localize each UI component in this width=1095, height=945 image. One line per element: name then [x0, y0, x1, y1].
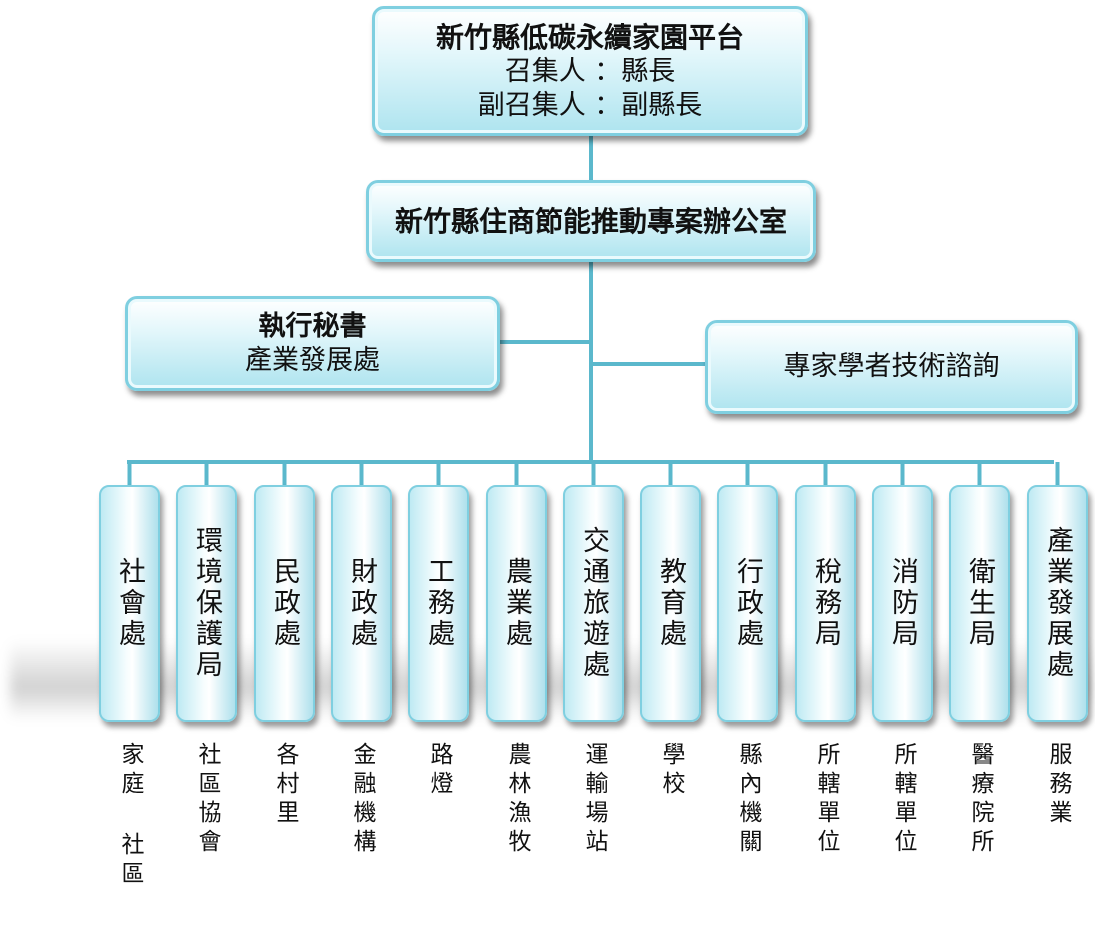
department-box: 交通旅遊處 [563, 485, 624, 722]
department-name: 消防局 [887, 557, 918, 650]
stakeholder-text: 家庭 社區 [117, 742, 143, 890]
secretary-unit: 產業發展處 [245, 344, 380, 376]
secretary-box: 執行秘書 產業發展處 [125, 296, 500, 391]
secretary-title: 執行秘書 [258, 310, 367, 342]
department-box: 環境保護局 [176, 485, 237, 722]
department-name: 教育處 [655, 557, 686, 650]
department-stakeholders: 服務業 [1027, 742, 1088, 829]
department-name: 社會處 [114, 557, 145, 650]
platform-convener: 召集人 ：縣長 [504, 55, 676, 87]
department-name: 農業處 [501, 557, 532, 650]
department-stakeholders: 路燈 [408, 742, 469, 800]
platform-deputy-convener: 副召集人 ：副縣長 [477, 89, 703, 121]
stakeholder-text: 服務業 [1045, 742, 1071, 829]
stakeholder-text: 縣內機關 [735, 742, 761, 858]
stakeholder-text: 金融機構 [349, 742, 375, 858]
department-box: 社會處 [99, 485, 160, 722]
stakeholder-text: 所轄單位 [890, 742, 916, 858]
department-box: 行政處 [717, 485, 778, 722]
platform-title: 新竹縣低碳永續家園平台 [435, 20, 744, 54]
department-stakeholders: 縣內機關 [717, 742, 778, 858]
department-box: 消防局 [872, 485, 933, 722]
department-stakeholders: 各村里 [254, 742, 315, 829]
department-box: 衛生局 [949, 485, 1010, 722]
department-box: 民政處 [254, 485, 315, 722]
department-stakeholders: 醫療院所 [949, 742, 1010, 858]
department-stakeholders: 農林漁牧 [486, 742, 547, 858]
department-name: 民政處 [269, 557, 300, 650]
department-box: 稅務局 [795, 485, 856, 722]
department-box: 財政處 [331, 485, 392, 722]
department-name: 衛生局 [964, 557, 995, 650]
stakeholder-text: 社區協會 [194, 742, 220, 858]
department-box: 產業發展處 [1027, 485, 1088, 722]
stakeholder-text: 各村里 [272, 742, 298, 829]
stakeholder-text: 路燈 [426, 742, 452, 800]
department-stakeholders: 所轄單位 [795, 742, 856, 858]
department-name: 交通旅遊處 [578, 526, 609, 681]
department-stakeholders: 社區協會 [176, 742, 237, 858]
department-stakeholders: 家庭 社區 [99, 742, 160, 890]
department-name: 環境保護局 [191, 526, 222, 681]
stakeholder-text: 學校 [658, 742, 684, 800]
office-title: 新竹縣住商節能推動專案辦公室 [394, 204, 787, 238]
department-name: 稅務局 [810, 557, 841, 650]
department-stakeholders: 所轄單位 [872, 742, 933, 858]
department-stakeholders: 運輸場站 [563, 742, 624, 858]
platform-box: 新竹縣低碳永續家園平台 召集人 ：縣長 副召集人 ：副縣長 [372, 6, 808, 136]
stakeholder-text: 醫療院所 [967, 742, 993, 858]
department-name: 工務處 [423, 557, 454, 650]
department-box: 工務處 [408, 485, 469, 722]
stakeholder-text: 所轄單位 [813, 742, 839, 858]
department-stakeholders: 學校 [640, 742, 701, 800]
experts-box: 專家學者技術諮詢 [705, 320, 1078, 414]
department-name: 產業發展處 [1042, 526, 1073, 681]
office-box: 新竹縣住商節能推動專案辦公室 [366, 180, 816, 262]
department-name: 行政處 [732, 557, 763, 650]
stakeholder-text: 農林漁牧 [504, 742, 530, 858]
department-name: 財政處 [346, 557, 377, 650]
department-box: 農業處 [486, 485, 547, 722]
experts-title: 專家學者技術諮詢 [783, 351, 1000, 383]
department-stakeholders: 金融機構 [331, 742, 392, 858]
department-box: 教育處 [640, 485, 701, 722]
stakeholder-text: 運輸場站 [581, 742, 607, 858]
